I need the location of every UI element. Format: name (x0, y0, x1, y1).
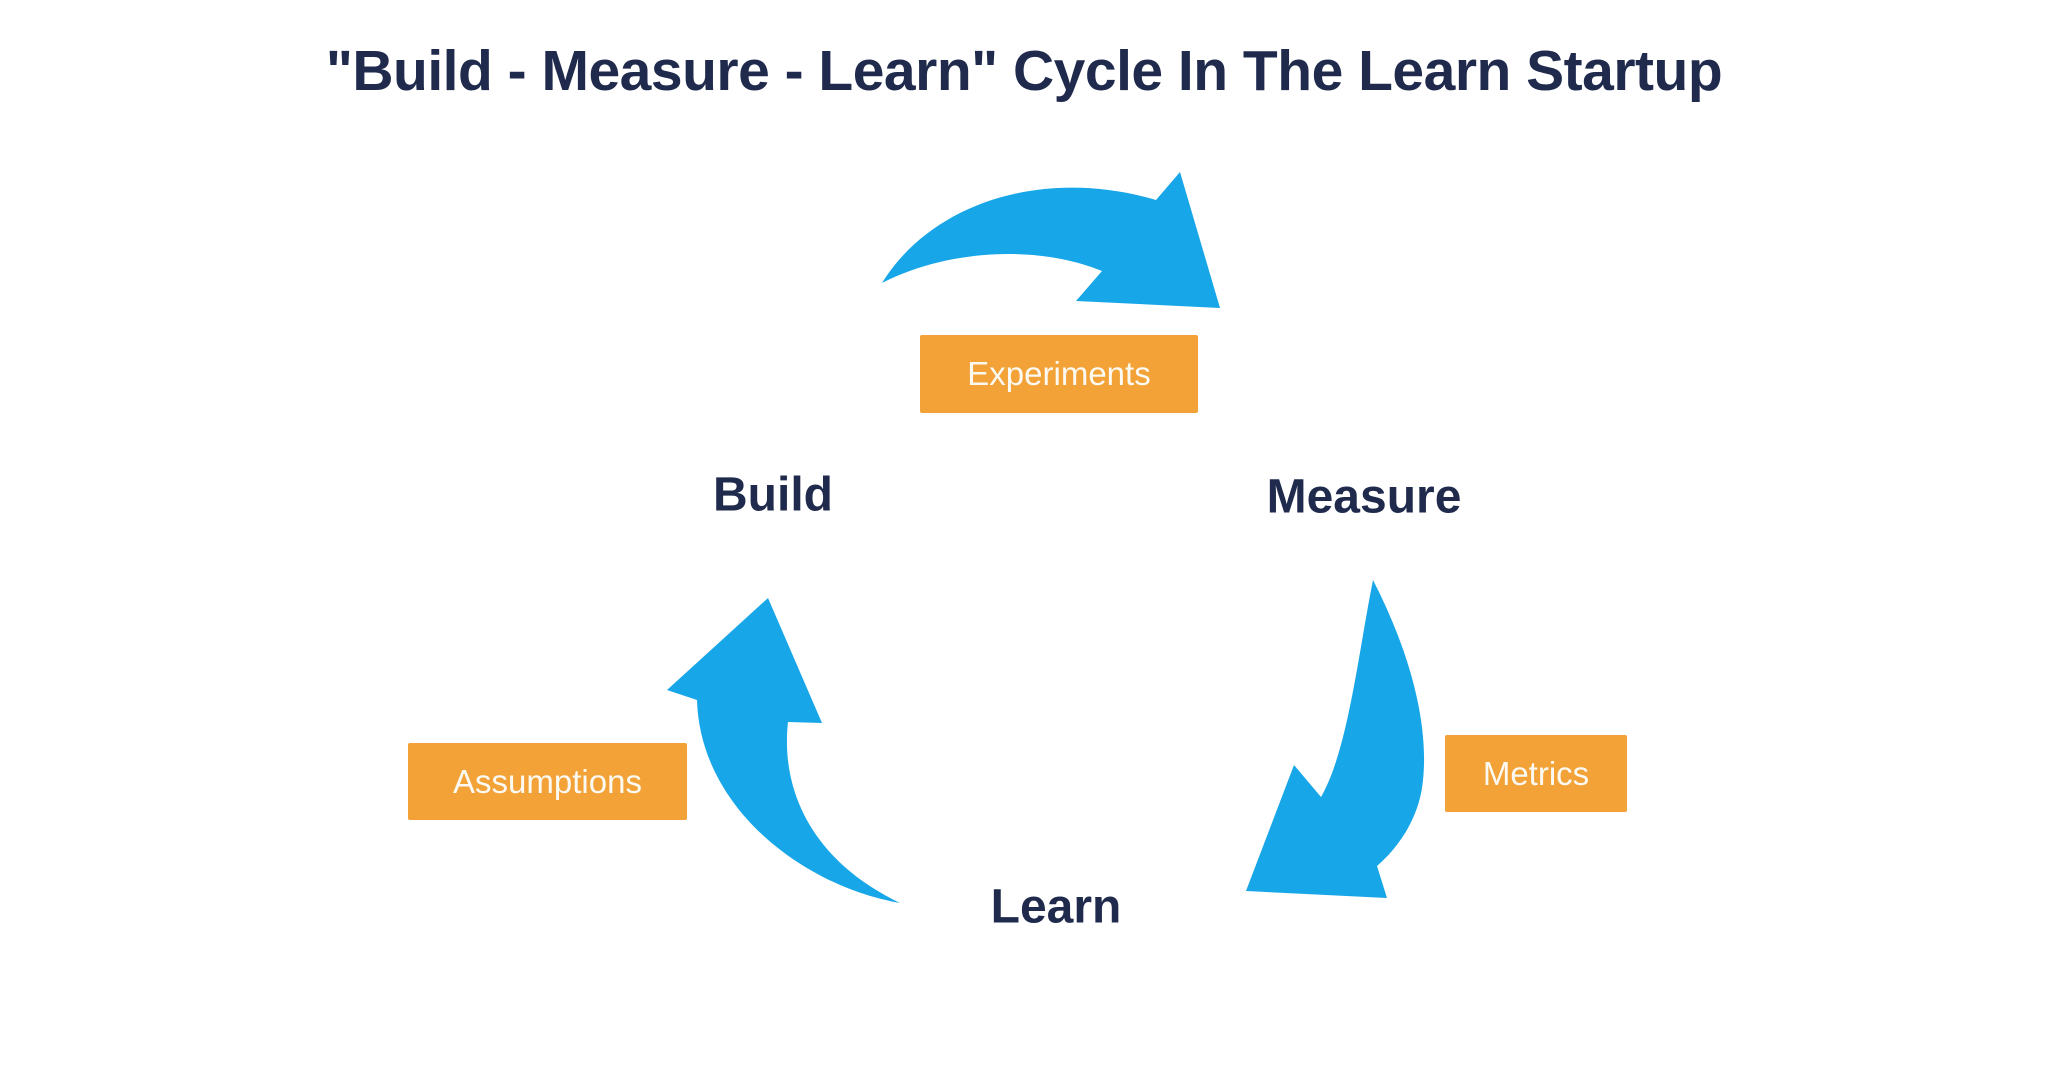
edge-label-experiments: Experiments (920, 335, 1198, 413)
arrow-learn-to-build-icon (667, 598, 900, 903)
edge-label-assumptions-text: Assumptions (453, 762, 642, 800)
node-measure: Measure (1266, 470, 1462, 524)
node-learn: Learn (990, 880, 1122, 934)
page-title: "Build - Measure - Learn" Cycle In The L… (325, 39, 1723, 103)
arrow-measure-to-learn-icon (1246, 580, 1425, 898)
arrow-build-to-measure-icon (882, 172, 1220, 308)
edge-label-metrics-text: Metrics (1482, 754, 1590, 792)
edge-label-metrics: Metrics (1445, 735, 1627, 812)
edge-label-experiments-text: Experiments (967, 355, 1151, 392)
edge-label-assumptions: Assumptions (408, 743, 687, 820)
node-build: Build (713, 468, 833, 522)
